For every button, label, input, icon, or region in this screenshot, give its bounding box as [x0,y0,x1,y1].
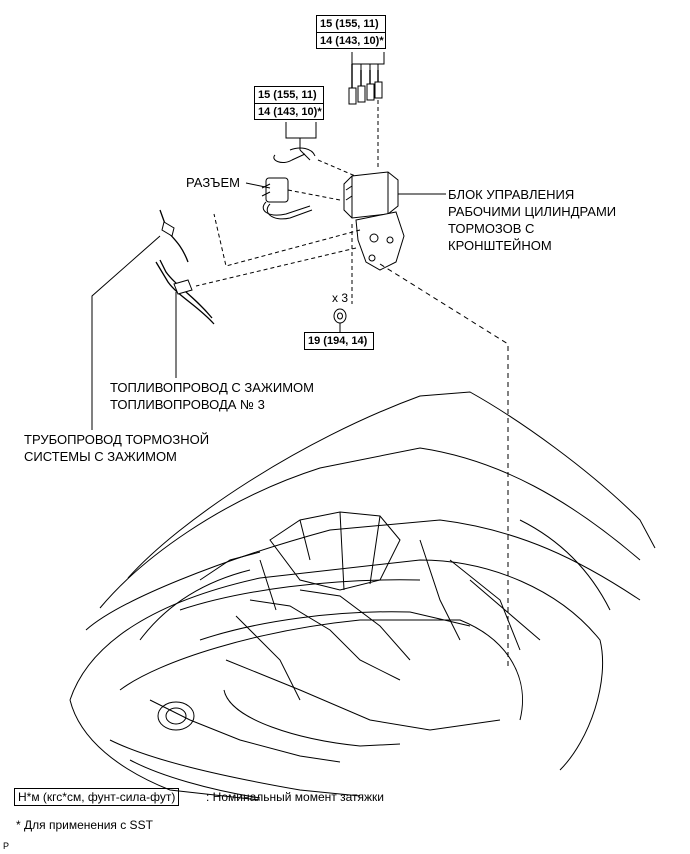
torque-value: 15 (155, 11) [320,18,379,30]
fuel-tube-label-line1: ТОПЛИВОПРОВОД С ЗАЖИМОМ [110,380,315,395]
torque-value-sst: 14 (143, 10)* [255,103,323,120]
brake-line-part [159,209,189,263]
torque-value: 19 (194, 14) [308,335,368,347]
tube-nuts [273,122,317,163]
torque-spec-top: 15 (155, 11) 14 (143, 10)* [316,15,386,49]
torque-unit-box: Н*м (кгс*см, фунт-сила-фут) [14,788,180,806]
top-bolts [348,52,385,105]
nut [333,308,347,324]
fuel-tube-label-line2: ТОПЛИВОПРОВОДА № 3 [110,397,265,412]
connector-part [261,177,313,220]
torque-value: 15 (155, 11) [258,89,317,101]
torque-spec-bottom: 19 (194, 14) [304,332,374,350]
footnote: * Для применения с SST [16,818,153,832]
torque-unit-description: : Номинальный момент затяжки [206,790,384,804]
brake-line-label-line1: ТРУБОПРОВОД ТОРМОЗНОЙ [24,432,210,447]
actuator-label-line1: БЛОК УПРАВЛЕНИЯ [448,187,575,202]
brake-actuator [343,171,405,271]
actuator-label-line4: КРОНШТЕЙНОМ [448,238,552,253]
corner-mark: P [3,841,10,851]
actuator-label-line2: РАБОЧИМИ ЦИЛИНДРАМИ [448,204,617,219]
torque-value-sst: 14 (143, 10)* [317,32,385,49]
brake-line-label-line2: СИСТЕМЫ С ЗАЖИМОМ [24,449,177,464]
fuel-tube-part [155,259,215,325]
connector-label: РАЗЪЕМ [186,175,240,190]
actuator-label-line3: ТОРМОЗОВ С [448,221,535,236]
vehicle-outline [69,391,656,801]
quantity-label: x 3 [332,291,349,305]
torque-spec-mid: 15 (155, 11) 14 (143, 10)* [254,86,324,120]
